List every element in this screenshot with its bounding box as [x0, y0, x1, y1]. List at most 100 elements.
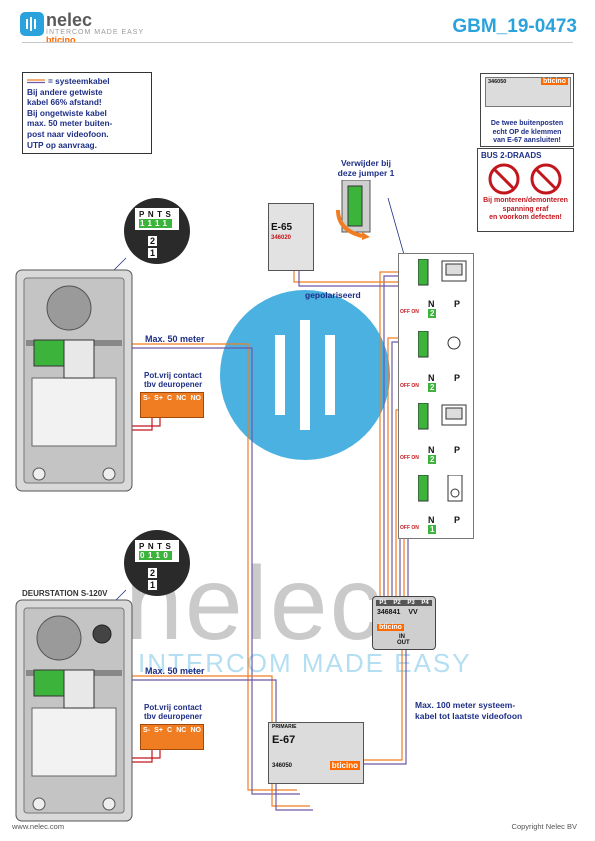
contact-label-bottom-1: Pot.vrij contact: [144, 703, 202, 712]
door-opener-terminal-block-top: S- S+ C NC NO: [140, 392, 204, 418]
off-on-label: OFF ON: [400, 525, 419, 531]
off-on-label: OFF ON: [400, 455, 419, 461]
document-code: GBM_19-0473: [452, 16, 577, 37]
video-distributor: P1 P2 P3 P4 346841 VV bticino IN OUT: [372, 596, 436, 650]
e67-mini: 346050 bticino: [485, 77, 571, 107]
e67-top-label: PRIMARIE: [272, 724, 297, 730]
door-station-top: [15, 269, 133, 492]
cable-note-box: = systeemkabel Bij andere getwiste kabel…: [22, 72, 152, 155]
n-value: 2: [428, 383, 437, 392]
no-power-icons: [488, 163, 562, 195]
distributor-part: 346841: [377, 609, 401, 616]
legend-text: = systeemkabel: [48, 76, 110, 86]
note-line: max. 50 meter buiten-: [27, 118, 113, 129]
switch-value: 1: [155, 551, 164, 560]
footer-website: www.nelec.com: [12, 822, 65, 831]
col-label-p: P: [454, 515, 461, 525]
note-line: UTP op aanvraag.: [27, 139, 97, 150]
bus-warning-title: BUS 2-DRAADS: [481, 151, 542, 160]
bus-warning-line: Bij monteren/demonteren: [483, 197, 568, 204]
switch-value: 1: [140, 219, 148, 228]
max-100-label: Max. 100 meter systeem- kabel tot laatst…: [415, 700, 522, 722]
col-label-n: N: [428, 515, 435, 525]
switch-letters-top: PNTS: [139, 210, 174, 219]
monitor-terminal-icon: [418, 403, 467, 430]
contact-label-bottom-2: tbv deuropener: [144, 712, 203, 721]
monitor-terminal-icon: [418, 475, 463, 502]
door-station-bottom: [15, 599, 133, 822]
footer-copyright: Copyright Nelec BV: [511, 822, 577, 831]
dip-label-2-bottom: 2: [148, 568, 158, 578]
e67-warning-line: echt OP de klemmen: [492, 128, 562, 136]
distributor-port: P2: [393, 600, 401, 606]
bus-warning-text: Bij monteren/demonteren spanning eraf en…: [478, 197, 573, 223]
col-label-n: N: [428, 299, 435, 309]
contact-label-top-2: tbv deuropener: [144, 380, 203, 389]
max-100-line: kabel tot laatste videofoon: [415, 711, 523, 721]
monitor-terminal-icon: [418, 259, 467, 286]
terminal-label: NO: [190, 395, 201, 402]
switch-values-bottom: 0110: [139, 551, 173, 560]
distributor-part-row: 346841 VV: [377, 609, 435, 616]
switch-letter: N: [147, 210, 158, 219]
terminal-label: S+: [154, 727, 163, 734]
distributor-brand: bticino: [377, 624, 404, 631]
switch-value: 1: [155, 219, 163, 228]
switch-value: 0: [163, 551, 172, 560]
switch-value: 0: [140, 551, 148, 560]
contact-label-top-1: Pot.vrij contact: [144, 371, 202, 380]
header-divider: [22, 42, 573, 43]
e67-brand: bticino: [329, 761, 360, 770]
e65-name: E-65: [271, 222, 293, 233]
watermark-logo-icon: [220, 290, 390, 460]
switch-letter: T: [157, 542, 166, 551]
note-line: kabel 66% afstand!: [27, 97, 102, 108]
bus-warning-line: spanning eraf: [502, 205, 549, 213]
door-opener-terminal-block-bottom: S- S+ C NC NO: [140, 724, 204, 750]
switch-letter: T: [157, 210, 166, 219]
col-label-p: P: [454, 373, 461, 383]
note-line: Bij ongetwiste kabel: [27, 107, 107, 118]
off-on-label: OFF ON: [400, 383, 419, 389]
distributor-port: P3: [407, 600, 415, 606]
distributor-in: IN: [399, 634, 405, 640]
jumper-note: Verwijder bij deze jumper 1: [326, 158, 406, 178]
e65-part: 346020: [271, 235, 292, 241]
distributor-ports: P1 P2 P3 P4: [376, 600, 432, 606]
terminal-label: C: [167, 395, 173, 402]
monitor-unit-4: N P OFF ON 1: [398, 467, 472, 537]
bus-warning-line: en voorkom defecten!: [489, 214, 562, 221]
max-50-label-top: Max. 50 meter: [145, 334, 205, 344]
logo-brand: bticino: [46, 35, 76, 45]
e65-power-supply: E-65 346020: [268, 203, 314, 271]
col-label-n: N: [428, 445, 435, 455]
jumper-note-line: deze jumper 1: [337, 168, 395, 178]
e67-warning-line: De twee buitenposten: [490, 120, 564, 127]
monitor-unit-3: N P OFF ON 2: [398, 395, 472, 467]
e67-mini-brand: bticino: [541, 78, 568, 85]
distributor-port: P4: [421, 600, 429, 606]
legend-row: = systeemkabel: [27, 76, 147, 87]
e67-mini-part: 346050: [488, 79, 507, 85]
max-100-line: Max. 100 meter systeem-: [415, 700, 516, 710]
off-on-label: OFF ON: [400, 309, 419, 315]
terminal-label: NC: [176, 727, 187, 734]
switch-letters-bottom: PNTS: [139, 542, 174, 551]
n-value: 2: [428, 309, 437, 318]
door-station-name: DEURSTATION S-120V: [22, 589, 108, 598]
polarised-label: gepolariseerd: [305, 290, 361, 300]
e67-warning-box: 346050 bticino De twee buitenposten echt…: [480, 73, 574, 147]
jumper-detail: [336, 180, 371, 240]
jumper-note-line: Verwijder bij: [340, 158, 392, 168]
switch-values-top: 1111: [139, 219, 172, 228]
note-line: Bij andere getwiste: [27, 86, 103, 97]
watermark-tagline: INTERCOM MADE EASY: [138, 648, 472, 678]
monitor-unit-1: N P OFF ON 2: [398, 253, 472, 323]
terminal-labels: S- S+ C NC NO: [141, 725, 203, 734]
dip-label-1-bottom: 1: [148, 580, 158, 590]
monitor-terminal-icon: [418, 331, 461, 358]
switch-value: 1: [162, 219, 171, 228]
terminal-label: S+: [154, 395, 163, 402]
e67-warning-line: van E-67 aansluiten!: [493, 137, 561, 144]
